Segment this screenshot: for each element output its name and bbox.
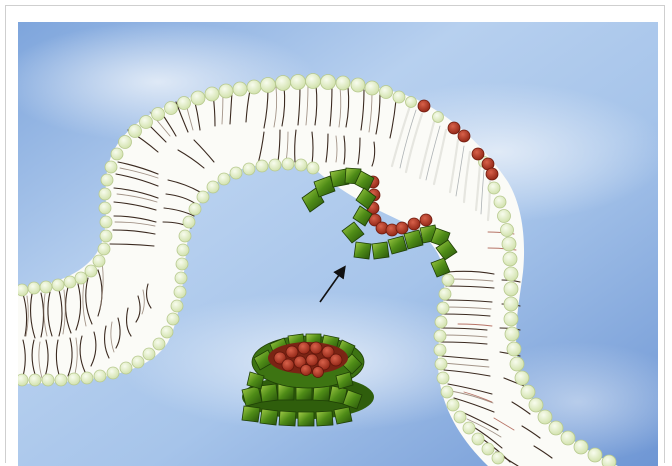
membrane-svg <box>18 22 658 466</box>
membrane-illustration <box>18 22 658 466</box>
